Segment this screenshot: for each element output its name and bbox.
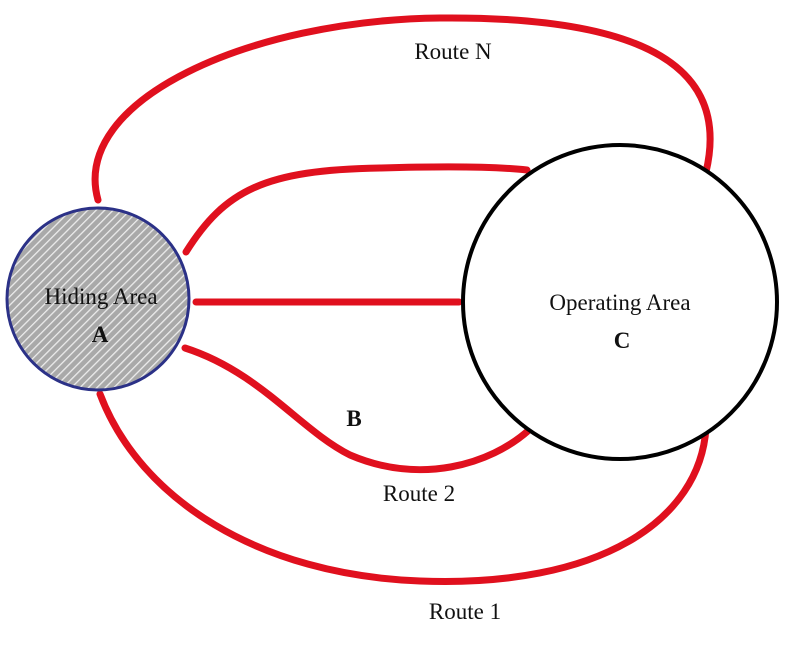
route-1-label: Route 1 <box>429 599 501 624</box>
waypoint-b-label: B <box>346 406 361 431</box>
operating-area-letter: C <box>614 328 631 353</box>
hiding-area-letter: A <box>92 322 109 347</box>
route-2-path <box>181 344 533 474</box>
route-n-label: Route N <box>414 39 492 64</box>
operating-area-circle <box>461 143 779 461</box>
hiding-area-label: Hiding Area <box>44 284 157 309</box>
route-n-path <box>91 14 714 204</box>
route-1-path <box>96 390 710 585</box>
operating-area-label: Operating Area <box>549 290 690 315</box>
hiding-area-circle <box>5 206 191 392</box>
route-2-label: Route 2 <box>383 481 455 506</box>
route-upper-path <box>182 163 531 256</box>
